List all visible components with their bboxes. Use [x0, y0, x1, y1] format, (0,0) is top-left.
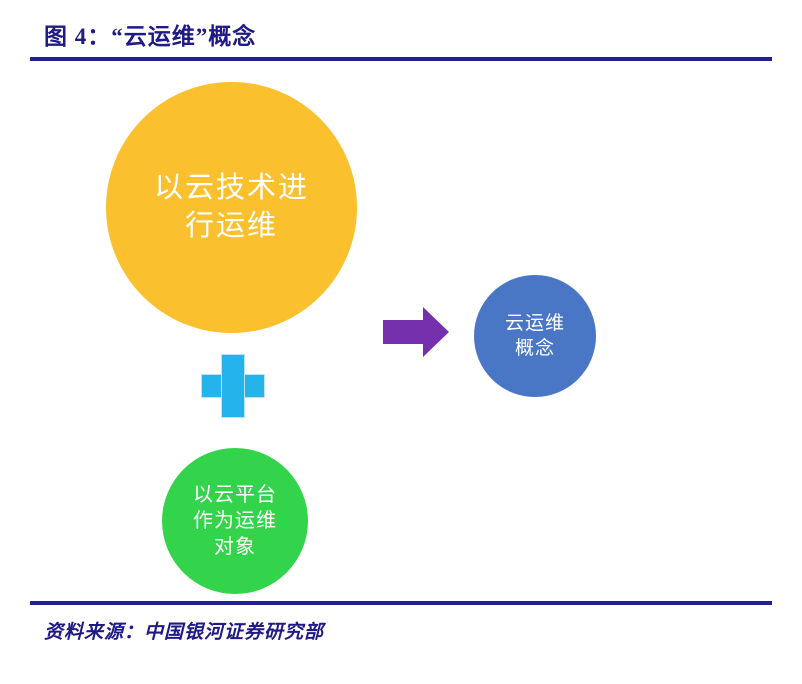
figure-title: 图 4：“云运维”概念: [44, 24, 257, 49]
source-note: 资料来源：中国银河证券研究部: [44, 622, 325, 643]
node-cloud-tech-ops: 以云技术进 行运维: [106, 82, 357, 333]
plus-vertical-bar: [221, 354, 245, 418]
node-cloud-tech-ops-label: 以云技术进 行运维: [154, 172, 310, 242]
title-divider-rule: [30, 56, 772, 61]
source-divider-rule: [30, 600, 772, 605]
node-cloud-ops-concept-label: 云运维 概念: [504, 312, 565, 359]
concept-diagram: 以云技术进 行运维 以云平台 作为运维 对象 云运维 概念: [0, 60, 802, 600]
node-cloud-ops-concept: 云运维 概念: [474, 275, 596, 397]
node-cloud-platform-object: 以云平台 作为运维 对象: [162, 448, 308, 594]
plus-operator-icon: [201, 354, 265, 418]
arrow-right-icon: [383, 305, 449, 359]
node-cloud-platform-object-label: 以云平台 作为运维 对象: [193, 484, 277, 558]
